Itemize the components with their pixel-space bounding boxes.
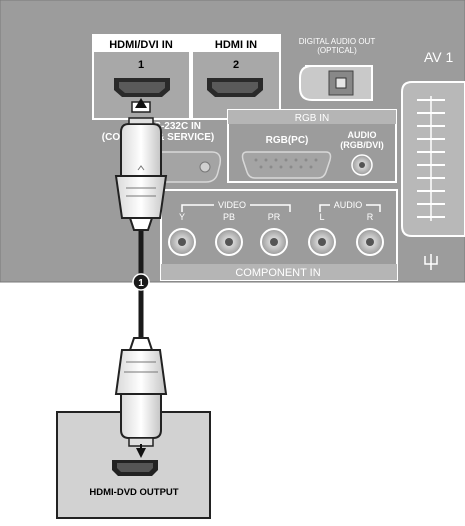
step-callout-number: 1	[138, 278, 144, 289]
component-video-label: VIDEO	[218, 200, 246, 210]
component-jack-l	[308, 228, 336, 256]
av1-label: AV 1	[424, 49, 454, 65]
rgb-pc-socket-icon	[241, 151, 332, 179]
step-callout: 1	[132, 273, 150, 291]
hdmi1-number: 1	[138, 59, 144, 71]
component-in-title: COMPONENT IN	[235, 267, 320, 279]
hdmi2-title: HDMI IN	[215, 39, 257, 51]
hdmi2-number: 2	[233, 59, 239, 71]
jack-label-y: Y	[179, 212, 185, 222]
jack-label-pr: PR	[268, 212, 281, 222]
jack-label-pb: PB	[223, 212, 235, 222]
dvd-output-label: HDMI-DVD OUTPUT	[89, 487, 178, 498]
component-jack-pr	[260, 228, 288, 256]
component-audio-label: AUDIO	[334, 200, 363, 210]
aerial-icon	[424, 254, 438, 270]
hdmi2-port: HDMI IN 2	[191, 34, 281, 120]
hdmi-plug-top-icon	[114, 98, 168, 231]
rgb-audio-sublabel: (RGB/DVI)	[340, 140, 384, 150]
component-jack-y	[168, 228, 196, 256]
rs232c-label: RS-232C IN	[147, 121, 201, 132]
hdmi-plug-bottom-icon	[114, 337, 168, 458]
hdmi1-title: HDMI/DVI IN	[109, 39, 173, 51]
rgb-in-title: RGB IN	[295, 113, 329, 124]
dvd-device: HDMI-DVD OUTPUT	[56, 411, 211, 519]
rgb-audio-label: AUDIO	[348, 130, 377, 140]
component-in-section: COMPONENT IN VIDEO AUDIO Y PB PR L R	[160, 189, 398, 281]
rgb-pc-label: RGB(PC)	[266, 135, 309, 146]
component-jack-pb	[215, 228, 243, 256]
rgb-in-section: RGB IN RGB(PC) AUDIO (RGB/DVI)	[227, 109, 397, 183]
digital-audio-label: DIGITAL AUDIO OUT	[299, 37, 376, 46]
jack-label-r: R	[367, 212, 374, 222]
av1-scart: AV 1	[401, 49, 465, 237]
jack-label-l: L	[319, 212, 324, 222]
component-jack-r	[356, 228, 384, 256]
optical-label: (OPTICAL)	[317, 46, 357, 55]
digital-audio-out: DIGITAL AUDIO OUT (OPTICAL)	[299, 37, 376, 101]
